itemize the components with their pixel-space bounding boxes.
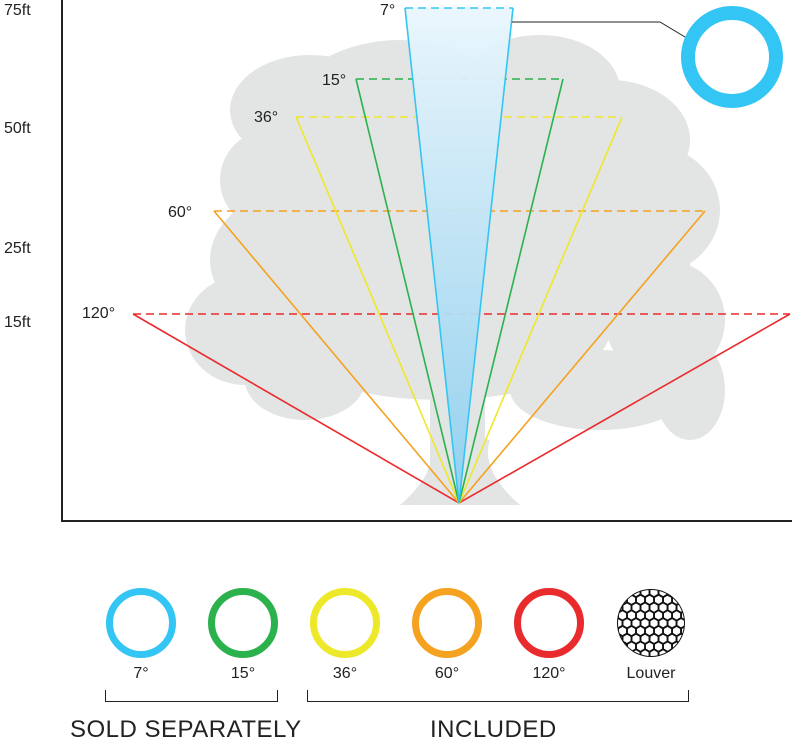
sold-separately-bracket xyxy=(105,690,278,702)
louver-cell xyxy=(650,619,658,628)
beam-label-120: 120° xyxy=(82,305,116,322)
louver-cell xyxy=(636,642,645,651)
sold-separately-label: SOLD SEPARATELY xyxy=(70,716,302,743)
louver-cell xyxy=(623,634,631,643)
louver-cell xyxy=(636,595,645,604)
louver-cell xyxy=(663,626,672,636)
louver-cell xyxy=(668,603,676,612)
louver-cell xyxy=(682,595,684,604)
beam-label-60: 60° xyxy=(168,204,193,221)
louver-cell xyxy=(645,611,654,620)
louver-cell xyxy=(650,603,658,612)
lens-ring xyxy=(106,588,176,658)
louver-cell xyxy=(641,650,649,656)
lens-label-15: 15° xyxy=(230,665,256,682)
lens-36-icon xyxy=(310,588,380,658)
louver-cell xyxy=(663,595,672,604)
louver-cell xyxy=(627,611,636,620)
louver-cell xyxy=(668,634,676,643)
louver-cell xyxy=(616,611,617,619)
louver-cell xyxy=(682,642,684,651)
louver-cell xyxy=(654,595,663,604)
louver-cell xyxy=(636,626,645,636)
louver-cell xyxy=(616,627,617,635)
louver-cell xyxy=(641,634,649,643)
louver-cell xyxy=(645,595,654,604)
louver-cell xyxy=(677,650,684,656)
louver-cell xyxy=(677,619,684,628)
beam-label-7: 7° xyxy=(380,2,396,19)
beam-7-cone xyxy=(404,7,514,504)
louver-cell xyxy=(650,650,658,656)
fixture-lens-icon xyxy=(681,6,783,108)
louver-cell xyxy=(623,603,631,612)
louver-cell xyxy=(636,611,645,620)
louver-cell xyxy=(618,626,627,636)
beam-cones xyxy=(132,7,791,506)
lens-ring xyxy=(412,588,482,658)
lens-label-120: 120° xyxy=(532,665,566,682)
lens-label-7: 7° xyxy=(133,665,149,682)
louver-cell xyxy=(663,642,672,651)
louver-cell xyxy=(654,611,663,620)
lens-15-icon xyxy=(208,588,278,658)
chart-axes xyxy=(61,0,792,522)
lens-7-icon xyxy=(106,588,176,658)
louver-cell xyxy=(659,634,667,643)
louver-cell xyxy=(618,590,622,597)
lens-ring xyxy=(310,588,380,658)
louver-cell xyxy=(672,611,681,620)
beam-7-fill xyxy=(405,8,513,503)
louver-cell xyxy=(654,626,663,636)
included-bracket xyxy=(307,690,689,702)
louver-cell xyxy=(623,619,631,628)
included-label: INCLUDED xyxy=(430,716,557,743)
louver-cell xyxy=(659,603,667,612)
louver-cell xyxy=(627,626,636,636)
lens-label-louver: Louver xyxy=(626,665,676,682)
louver-icon xyxy=(616,589,685,657)
beam-label-15: 15° xyxy=(322,72,347,89)
louver-cell xyxy=(641,619,649,628)
lens-60-icon xyxy=(412,588,482,658)
louver-cell xyxy=(650,590,658,597)
louver-cell xyxy=(645,642,654,651)
louver-cell xyxy=(654,642,663,651)
lens-120-icon xyxy=(514,588,584,658)
y-tick-15ft: 15ft xyxy=(4,314,31,331)
lens-ring xyxy=(514,588,584,658)
louver-cell xyxy=(663,611,672,620)
y-tick-50ft: 50ft xyxy=(4,120,31,137)
louver-cell xyxy=(632,634,640,643)
louver-cell xyxy=(616,596,617,604)
louver-cell xyxy=(650,634,658,643)
y-tick-25ft: 25ft xyxy=(4,240,31,257)
louver-cell xyxy=(668,619,676,628)
louver-cell xyxy=(677,590,684,597)
louver-cell xyxy=(645,626,654,636)
louver-cell xyxy=(618,611,627,620)
louver-cell xyxy=(618,650,622,656)
lens-label-60: 60° xyxy=(434,665,460,682)
lens-ring xyxy=(208,588,278,658)
louver-cell xyxy=(632,619,640,628)
louver-cell xyxy=(641,590,649,597)
beam-label-36: 36° xyxy=(254,109,279,126)
callout-leader-line xyxy=(512,21,691,41)
louver-cell xyxy=(659,619,667,628)
louver-cell xyxy=(672,626,681,636)
louver-cell xyxy=(623,650,631,656)
louver-cell xyxy=(641,603,649,612)
y-tick-75ft: 75ft xyxy=(4,2,31,19)
louver-cell xyxy=(616,643,617,651)
louver-cell xyxy=(623,590,631,597)
lens-label-36: 36° xyxy=(332,665,358,682)
fixture-callout xyxy=(512,6,783,108)
louver-cell xyxy=(632,603,640,612)
